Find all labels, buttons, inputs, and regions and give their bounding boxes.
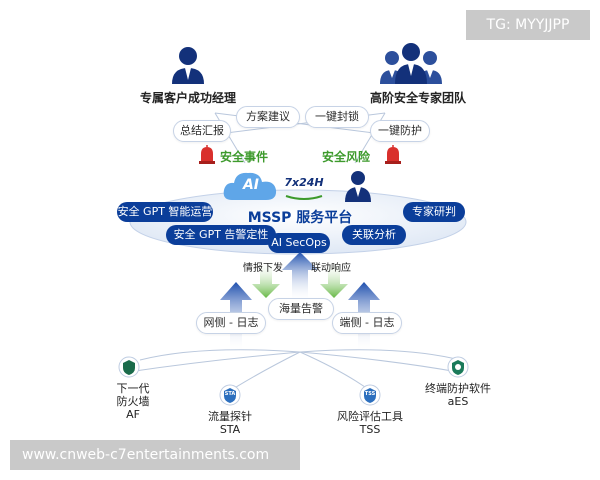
product-tss-label: 风险评估工具 TSS xyxy=(337,410,403,436)
watermark-bottom: www.cnweb-c7entertainments.com xyxy=(10,440,300,470)
role-right-label: 高阶安全专家团队 xyxy=(369,91,466,105)
expert-team-icon xyxy=(380,43,442,84)
product-sta-label: 流量探针 STA xyxy=(208,410,252,436)
sta-badge-text: STA xyxy=(224,391,236,397)
pill-ai-secops: AI SecOps xyxy=(268,233,330,253)
pill-solution: 方案建议 xyxy=(236,106,300,128)
pill-expert: 专家研判 xyxy=(403,202,465,222)
pill-network-log: 网侧 - 日志 xyxy=(196,312,266,334)
watermark-top: TG: MYYJJPP xyxy=(466,10,590,40)
pill-gpt-alert: 安全 GPT 告警定性 xyxy=(166,225,276,245)
sta-probe-icon xyxy=(219,384,241,406)
alarm-left-icon xyxy=(199,145,215,164)
pill-summary: 总结汇报 xyxy=(173,120,231,142)
badge-7x24-icon xyxy=(285,195,323,200)
tss-badge-text: TSS xyxy=(364,391,376,397)
tss-tool-icon xyxy=(359,384,381,406)
ai-cloud-icon xyxy=(223,172,277,200)
customer-manager-icon xyxy=(172,47,204,84)
alert-event-label: 安全事件 xyxy=(220,150,269,164)
pill-one-click-block: 一键封锁 xyxy=(305,106,369,128)
alert-risk-label: 安全风险 xyxy=(322,150,371,164)
flow-response-label: 联动响应 xyxy=(311,263,351,274)
flow-intel-label: 情报下发 xyxy=(243,263,283,274)
operator-icon xyxy=(345,171,371,202)
pill-one-click-protect: 一键防护 xyxy=(370,120,430,142)
ai-logo-text: AI xyxy=(242,177,260,193)
pill-correlation: 关联分析 xyxy=(342,225,406,245)
pill-gpt-ops: 安全 GPT 智能运营 xyxy=(117,202,213,222)
pill-mass-alert: 海量告警 xyxy=(268,298,334,320)
af-firewall-icon xyxy=(118,356,140,378)
aes-endpoint-icon xyxy=(447,356,469,378)
product-aes-label: 终端防护软件 aES xyxy=(425,382,491,408)
pill-endpoint-log: 端侧 - 日志 xyxy=(332,312,402,334)
product-af-label: 下一代 防火墙 AF xyxy=(116,382,150,421)
role-left-label: 专属客户成功经理 xyxy=(139,91,236,105)
alarm-right-icon xyxy=(385,145,401,164)
badge-7x24-text: 7x24H xyxy=(284,176,324,189)
platform-title: MSSP 服务平台 xyxy=(247,210,353,226)
